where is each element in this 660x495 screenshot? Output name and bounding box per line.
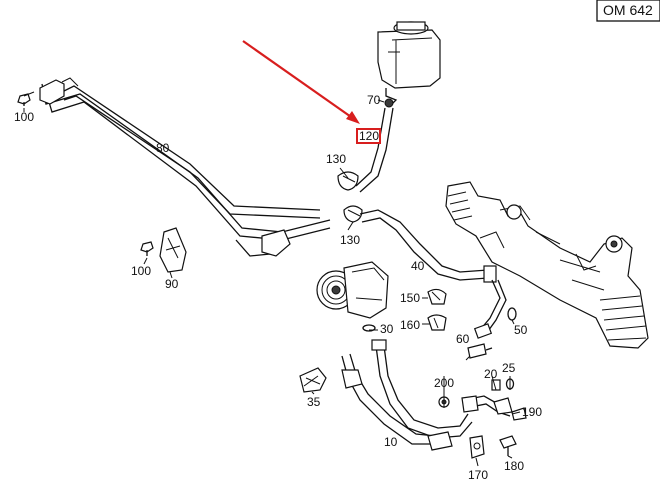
seal-30-part [362, 324, 376, 332]
callout-120-box: 120 [356, 128, 381, 144]
bolt-190-part [511, 407, 527, 421]
callout-30: 30 [380, 322, 394, 336]
hose-10-part [341, 339, 513, 451]
bolt-100-upper [17, 91, 35, 106]
engine-code: OM 642 [603, 2, 653, 18]
hose-120-part [355, 107, 394, 193]
callout-80: 80 [156, 141, 170, 155]
callout-160: 160 [400, 318, 420, 332]
callout-200: 200 [434, 376, 454, 390]
callout-100-upper: 100 [14, 110, 34, 124]
callout-170: 170 [468, 468, 488, 482]
clamp-130-lower [343, 205, 363, 223]
callout-50: 50 [514, 323, 528, 337]
reservoir-part [377, 21, 441, 108]
clamp-130-upper [337, 171, 359, 191]
leader-lines [23, 99, 521, 467]
bolt-60-part [467, 343, 493, 359]
line-80-part [39, 77, 331, 257]
steering-gear-part [445, 181, 649, 349]
callout-60: 60 [456, 332, 470, 346]
bracket-90-part [159, 227, 187, 273]
callout-40: 40 [411, 259, 425, 273]
callout-20: 20 [484, 367, 498, 381]
callout-100-lower: 100 [131, 264, 151, 278]
engine-code-box: OM 642 [596, 0, 660, 22]
callout-130-upper: 130 [326, 152, 346, 166]
callout-190: 190 [522, 405, 542, 419]
hose-40-part [359, 209, 497, 283]
callout-120: 120 [359, 129, 379, 143]
callout-10: 10 [384, 435, 398, 449]
callout-70: 70 [367, 93, 381, 107]
power-steering-pump-part [316, 261, 389, 319]
bolt-100-lower [140, 241, 154, 256]
clamp-35-part [299, 367, 327, 393]
bolt-180-part [499, 435, 517, 456]
callout-150: 150 [400, 291, 420, 305]
clamp-150-part [427, 288, 447, 305]
highlight-arrow [242, 40, 360, 124]
callout-90: 90 [165, 277, 179, 291]
callout-130-lower: 130 [340, 233, 360, 247]
clamp-160-part [427, 314, 447, 331]
bracket-170-part [469, 435, 485, 459]
line-50-part [473, 279, 517, 339]
callout-25: 25 [502, 361, 516, 375]
callout-180: 180 [504, 459, 524, 473]
callout-35: 35 [307, 395, 321, 409]
